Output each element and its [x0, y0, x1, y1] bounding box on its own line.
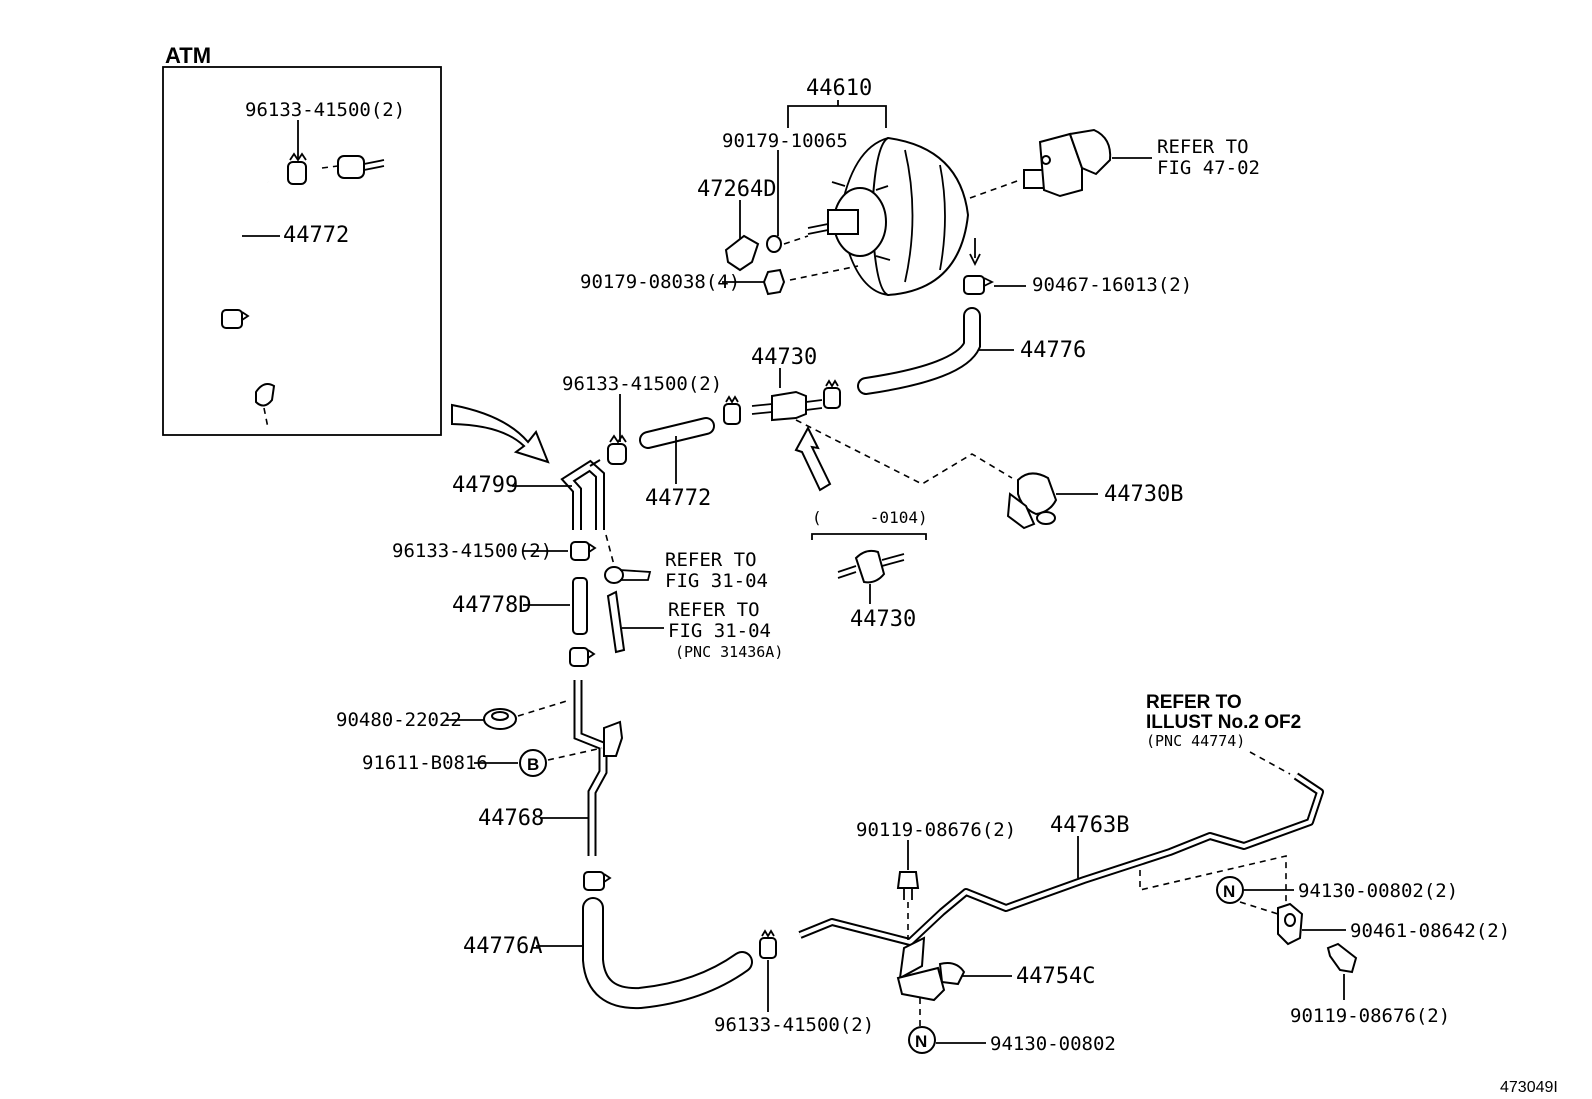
stud-nut-label: 90179-08038(4): [580, 271, 740, 293]
nut-right-symbol-icon: [1216, 876, 1244, 904]
variant-range-label: ( -0104): [812, 508, 928, 527]
bracket-44754c-icon: [896, 936, 966, 1002]
clamp-c-icon: [569, 647, 596, 667]
refer-fig-31-a-clip-icon: [604, 566, 652, 584]
refer-fig-31-b-line1: REFER TO: [668, 599, 760, 621]
clamp-bottom-icon: [759, 929, 777, 959]
atm-hose-label: 44772: [283, 223, 349, 248]
bolt-b-symbol: B: [527, 755, 539, 774]
brake-booster-group: 44610 90179-10065 47264D 90179: [580, 76, 1260, 297]
nut-bottom-symbol-icon: [908, 1026, 936, 1054]
hose-44776-icon: [857, 307, 981, 395]
check-valve-label: 44730: [751, 345, 817, 370]
washer-icon: [766, 235, 782, 253]
atm-check-valve-icon: [321, 155, 385, 179]
grommet-icon: [483, 708, 517, 730]
nut-right-symbol: N: [1223, 882, 1235, 901]
bolt-center-icon: [896, 871, 920, 900]
atm-clamp-icon: [287, 152, 307, 185]
hose-44778d-label: 44778D: [452, 593, 531, 618]
hose-clamp-top-label: 90467-16013(2): [1032, 274, 1192, 296]
clamp-d-icon: [583, 871, 612, 891]
bolt-b-label: 91611-B0816: [362, 752, 488, 774]
refer-illust-line3: (PNC 44774): [1146, 732, 1245, 750]
clamp-b-icon: [570, 541, 597, 561]
pipe-44768-label: 44768: [478, 806, 544, 831]
refer-fig-31-b-tube-icon: [606, 590, 626, 654]
bolt-center-label: 90119-08676(2): [856, 819, 1016, 841]
hose-44776-label: 44776: [1020, 338, 1086, 363]
booster-nut-label: 90179-10065: [722, 130, 848, 152]
refer-illust-line1: REFER TO: [1146, 692, 1242, 713]
hose-44772-label: 44772: [645, 486, 711, 511]
bracket-44754c-label: 44754C: [1016, 964, 1095, 989]
pipe-44763b-icon: [798, 772, 1324, 946]
master-cylinder-icon: [969, 128, 1112, 199]
bolt-right-label: 90119-08676(2): [1290, 1005, 1450, 1027]
booster-label: 44610: [806, 76, 872, 101]
atm-clamp-label: 96133-41500(2): [245, 99, 405, 121]
check-valve-clamp-right-icon: [823, 379, 841, 409]
hose-44776a-icon: [582, 897, 753, 1010]
clamp-right-label: 90461-08642(2): [1350, 920, 1510, 942]
check-valve-variant-icon: [837, 549, 905, 584]
clamp-bottom-label: 96133-41500(2): [714, 1014, 874, 1036]
refer-fig-47-line2: FIG 47-02: [1157, 157, 1260, 179]
atm-lower-clamp-icon: [221, 309, 250, 329]
bolt-right-icon: [1326, 942, 1358, 974]
nut-right-label: 94130-00802(2): [1298, 880, 1458, 902]
check-valve-icon: [751, 390, 823, 422]
refer-fig-31-b-line3: (PNC 31436A): [675, 643, 783, 661]
refer-fig-47-line1: REFER TO: [1157, 136, 1249, 158]
clamp-right-icon: [1277, 902, 1304, 946]
check-valve-variant-label: 44730: [850, 607, 916, 632]
brake-booster-icon: [807, 136, 981, 297]
bracket-icon: [724, 234, 760, 272]
valve-holder-icon: [1006, 472, 1058, 530]
pipe-44768-icon: [573, 680, 624, 856]
hose-44778d-icon: [572, 577, 588, 635]
clamp-b-label: 96133-41500(2): [392, 540, 552, 562]
union-44799-icon: [560, 459, 605, 530]
nut-bottom-label: 94130-00802: [990, 1033, 1116, 1055]
check-valve-clamp-left-icon: [723, 395, 741, 425]
refer-illust-line2: ILLUST No.2 OF2: [1146, 712, 1301, 733]
stud-nut-icon: [762, 268, 786, 296]
clamp-a-icon: [607, 434, 627, 465]
atm-pipe-icon: [231, 340, 253, 405]
figure-id: 473049I: [1500, 1079, 1558, 1096]
bracket-label: 47264D: [697, 177, 776, 202]
union-44799-label: 44799: [452, 473, 518, 498]
hose-clamp-top-icon: [963, 275, 995, 295]
clamp-a-label: 96133-41500(2): [562, 373, 722, 395]
hose-44772-icon: [639, 417, 715, 449]
pointer-arrow-icon: [451, 403, 550, 464]
bolt-b-symbol-icon: [519, 749, 547, 777]
refer-fig-31-a-line1: REFER TO: [665, 549, 757, 571]
valve-holder-label: 44730B: [1104, 482, 1183, 507]
pipe-44763b-label: 44763B: [1050, 813, 1129, 838]
nut-bottom-symbol: N: [915, 1032, 927, 1051]
hose-44776a-label: 44776A: [463, 934, 542, 959]
atm-inset: ATM 96133-41500(2) 44772: [162, 43, 442, 436]
grommet-label: 90480-22022: [336, 709, 462, 731]
refer-fig-31-a-line2: FIG 31-04: [665, 570, 768, 592]
valve-pointer-arrow-icon: [794, 425, 832, 492]
refer-fig-31-b-line2: FIG 31-04: [668, 620, 771, 642]
atm-inset-title: ATM: [165, 43, 211, 68]
